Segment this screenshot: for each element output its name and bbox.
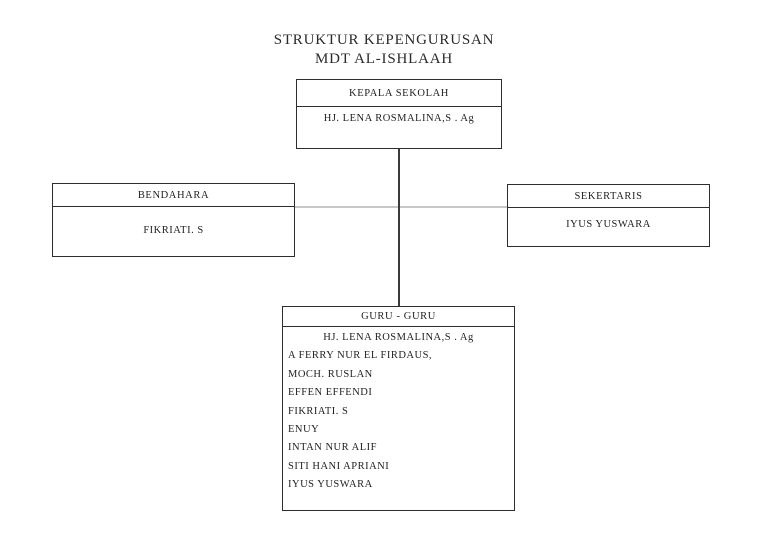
guru-member: SITI HANI APRIANI (288, 460, 390, 472)
guru-member: FIKRIATI. S (288, 405, 349, 417)
org-box-sekertaris: SEKERTARIS IYUS YUSWARA (507, 184, 710, 247)
kepala-name: HJ. LENA ROSMALINA,S . Ag (323, 113, 475, 124)
guru-member-list: HJ. LENA ROSMALINA,S . Ag A FERRY NUR EL… (283, 327, 514, 495)
guru-member: HJ. LENA ROSMALINA,S . Ag (323, 332, 474, 343)
guru-member: ENUY (288, 424, 320, 436)
org-box-bendahara: BENDAHARA FIKRIATI. S (52, 183, 295, 257)
connector-kepala-guru (398, 149, 400, 306)
guru-member: IYUS YUSWARA (288, 479, 373, 491)
guru-role-label: GURU - GURU (283, 307, 514, 327)
title-line-1: STRUKTUR KEPENGURUSAN (273, 32, 495, 48)
connector-bendahara-sekertaris (295, 206, 507, 208)
org-box-guru-guru: GURU - GURU HJ. LENA ROSMALINA,S . Ag A … (282, 306, 515, 511)
page-title: STRUKTUR KEPENGURUSAN MDT AL-ISHLAAH (0, 31, 768, 69)
bendahara-name: FIKRIATI. S (143, 225, 204, 236)
sekertaris-name: IYUS YUSWARA (566, 218, 651, 230)
title-line-2: MDT AL-ISHLAAH (314, 51, 453, 67)
kepala-role-label: KEPALA SEKOLAH (297, 80, 501, 107)
sekertaris-role-label: SEKERTARIS (508, 185, 709, 208)
guru-member: INTAN NUR ALIF (288, 442, 377, 454)
guru-member: A FERRY NUR EL FIRDAUS, (288, 350, 433, 362)
org-box-kepala-sekolah: KEPALA SEKOLAH HJ. LENA ROSMALINA,S . Ag (296, 79, 502, 149)
guru-member: MOCH. RUSLAN (288, 368, 373, 380)
bendahara-role-label: BENDAHARA (53, 184, 294, 207)
guru-member: EFFEN EFFENDI (288, 387, 373, 399)
